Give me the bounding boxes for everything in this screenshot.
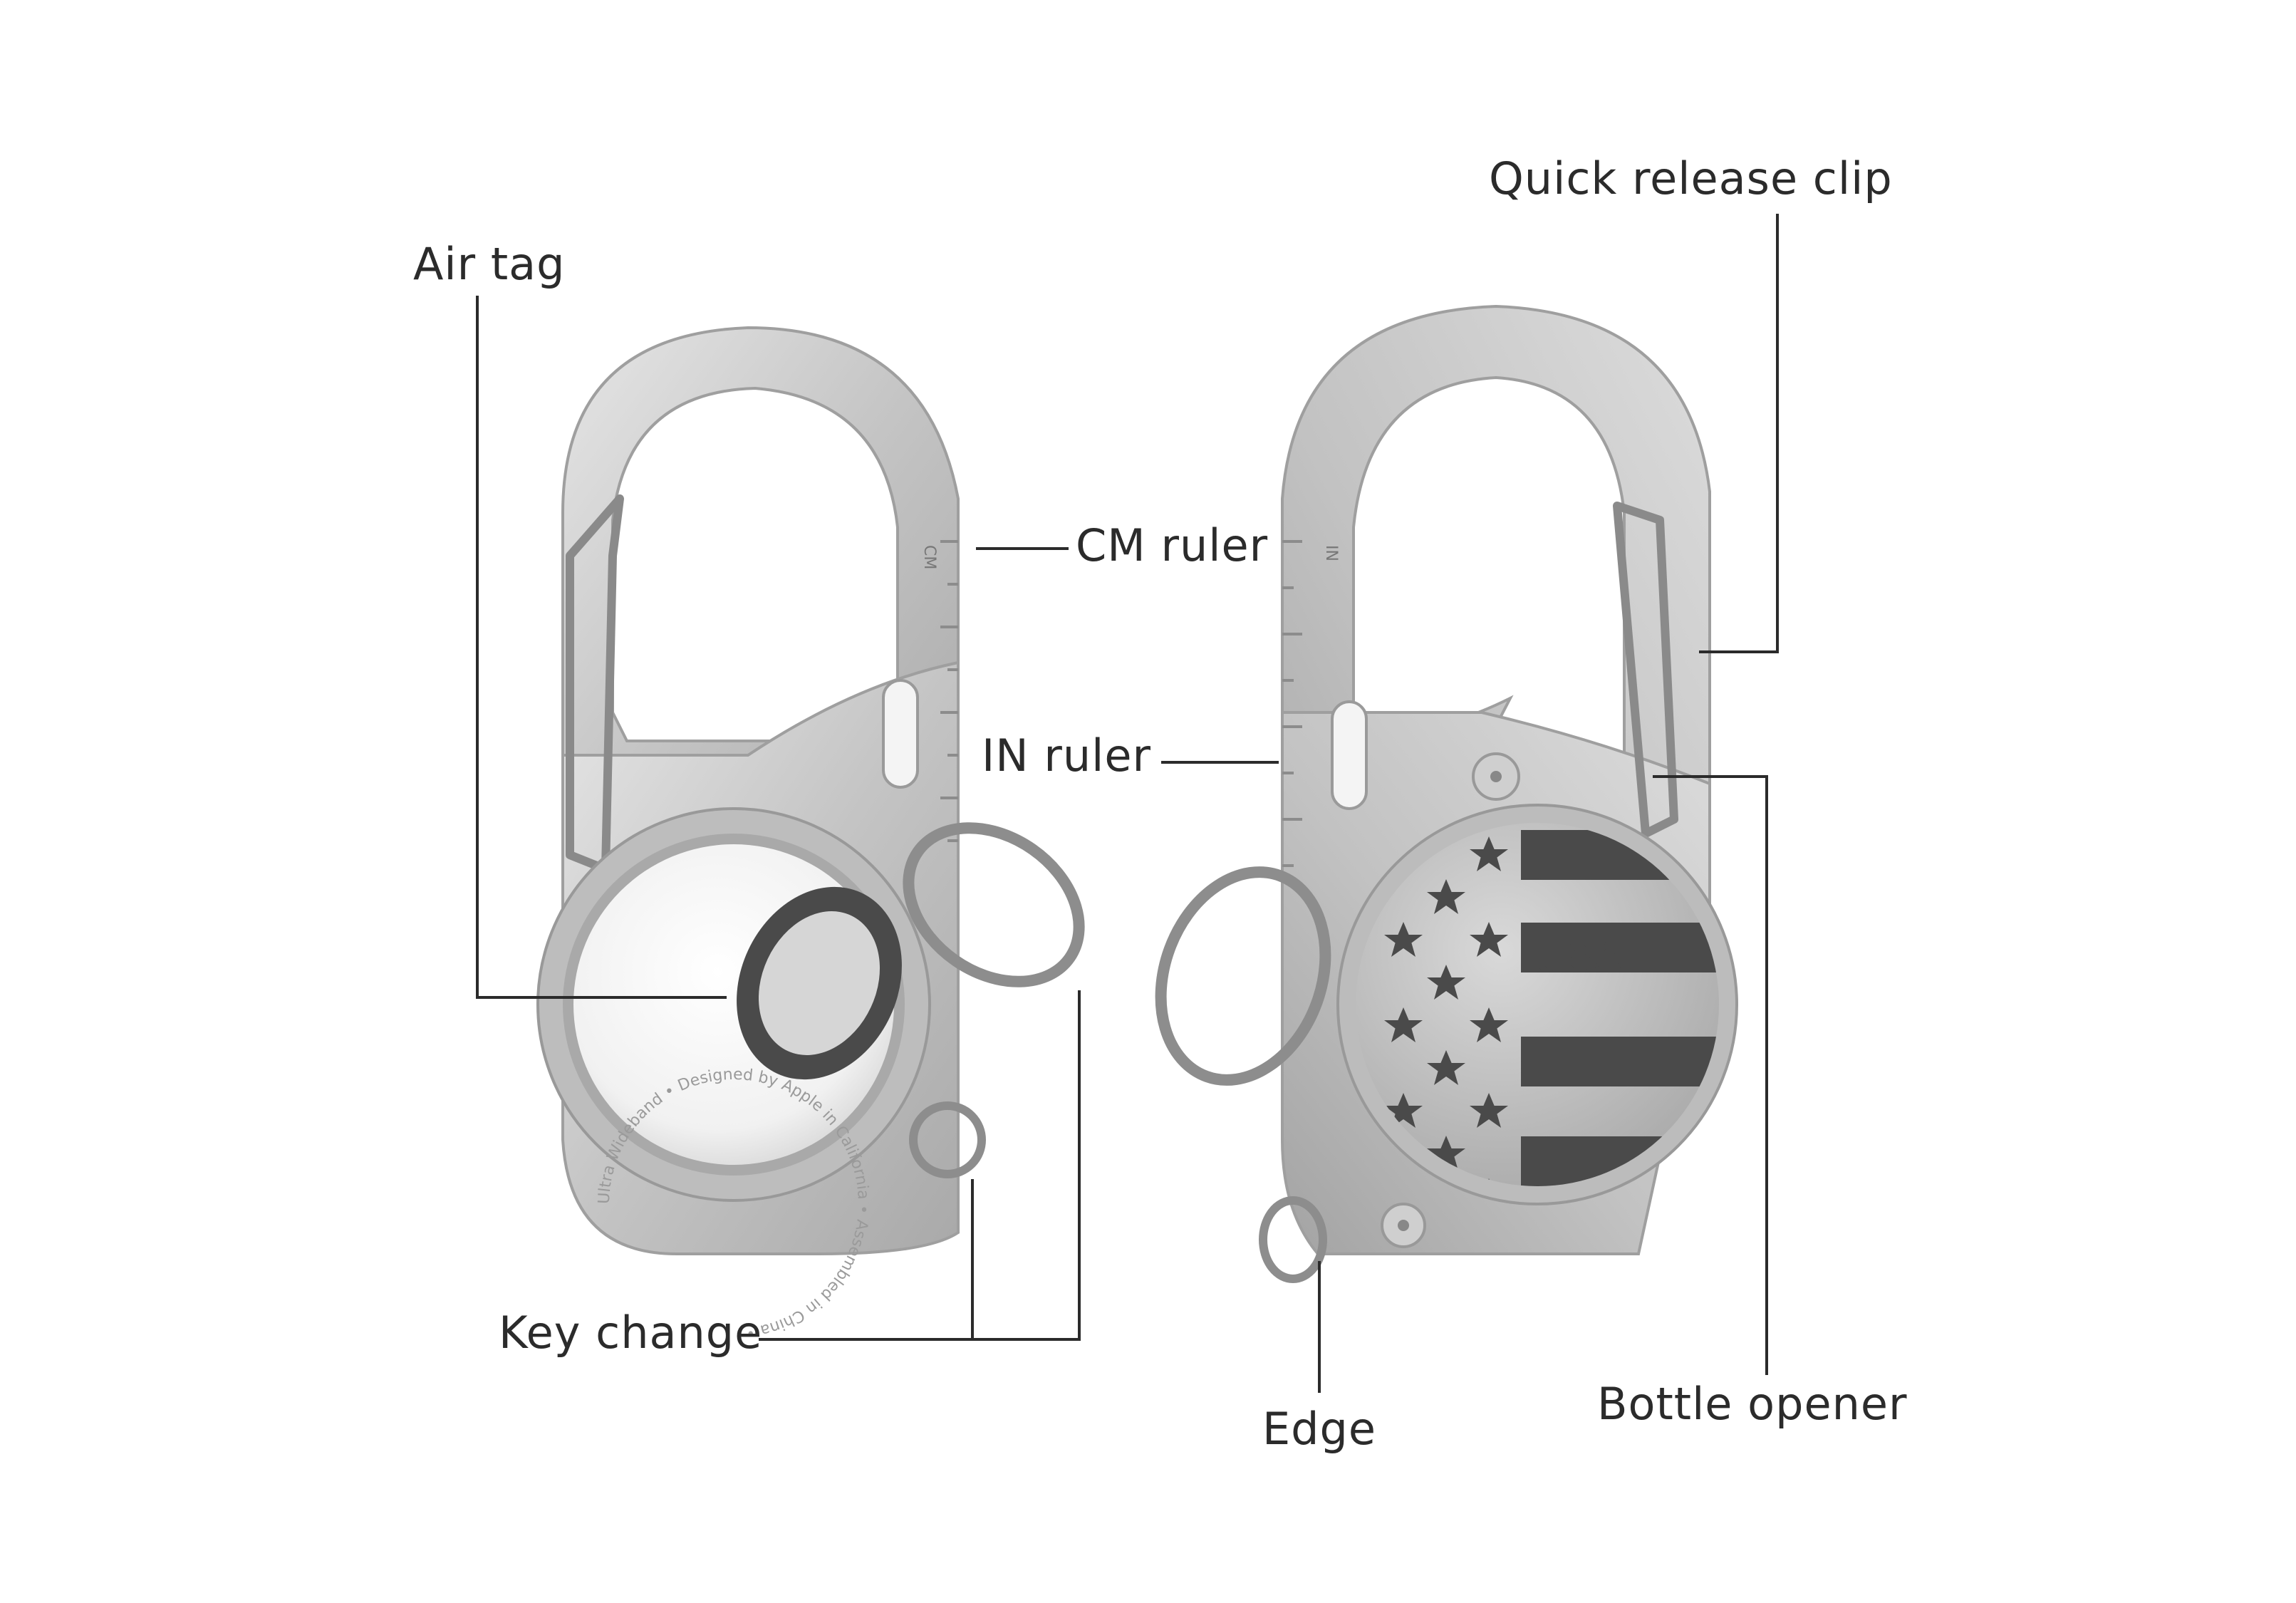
bottom-screw-center	[1398, 1220, 1409, 1231]
label-bottle-opener: Bottle opener	[1597, 1378, 1908, 1430]
top-screw-center	[1490, 771, 1502, 782]
flag-stripe-2	[1521, 923, 1719, 972]
left-small-key-ring	[909, 1101, 986, 1178]
leader-lines	[476, 214, 1779, 1393]
cm-ruler-ticks	[940, 540, 958, 842]
in-engraving: IN	[1322, 545, 1340, 561]
label-cm-ruler: CM ruler	[1076, 519, 1269, 571]
leader-quick-release-clip	[1699, 214, 1779, 653]
right-product-image: IN USA	[1155, 304, 1738, 1283]
right-split-ring	[1155, 866, 1331, 1086]
right-small-key-ring	[1259, 1196, 1327, 1283]
left-ring-slot	[882, 679, 919, 789]
label-edge: Edge	[1262, 1403, 1377, 1455]
airtag-center-highlight	[758, 911, 881, 1055]
right-ring-slot	[1331, 700, 1368, 810]
usa-engraving: USA	[1532, 934, 1624, 980]
label-in-ruler: IN ruler	[982, 730, 1152, 782]
label-air-tag: Air tag	[413, 238, 566, 290]
leader-key-change-1	[759, 990, 1081, 1341]
left-product-image: CM Ultra Wideband • Designed by Apple in…	[536, 326, 1085, 1342]
left-wire-gate	[566, 494, 624, 873]
in-ruler-ticks	[1282, 540, 1302, 867]
cm-engraving: CM	[920, 545, 938, 569]
usa-disc	[1356, 823, 1719, 1186]
label-key-change: Key change	[499, 1307, 763, 1359]
leader-air-tag	[476, 296, 727, 999]
left-split-ring	[903, 822, 1085, 987]
leader-bottle-opener	[1653, 775, 1768, 1375]
flag-stripe-3	[1521, 1037, 1719, 1086]
right-wire-gate	[1613, 502, 1678, 838]
label-quick-release-clip: Quick release clip	[1489, 152, 1893, 204]
